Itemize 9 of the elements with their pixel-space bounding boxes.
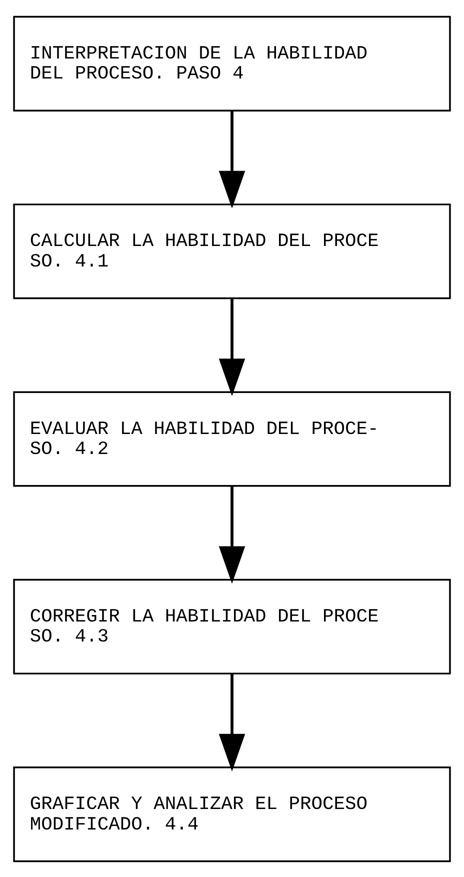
node-box: CORREGIR LA HABILIDAD DEL PROCE SO. 4.3 bbox=[13, 578, 451, 674]
arrow bbox=[218, 486, 246, 584]
arrow bbox=[218, 110, 246, 208]
arrow bbox=[218, 298, 246, 396]
node-box: CALCULAR LA HABILIDAD DEL PROCE SO. 4.1 bbox=[13, 203, 451, 299]
node-box: GRAFICAR Y ANALIZAR EL PROCESO MODIFICADO. 4.4 bbox=[13, 766, 451, 862]
arrow bbox=[218, 673, 246, 771]
node-box: EVALUAR LA HABILIDAD DEL PROCE- SO. 4.2 bbox=[13, 390, 451, 486]
node-box: INTERPRETACION DE LA HABILIDAD DEL PROCESO. PASO 4 bbox=[13, 15, 451, 111]
